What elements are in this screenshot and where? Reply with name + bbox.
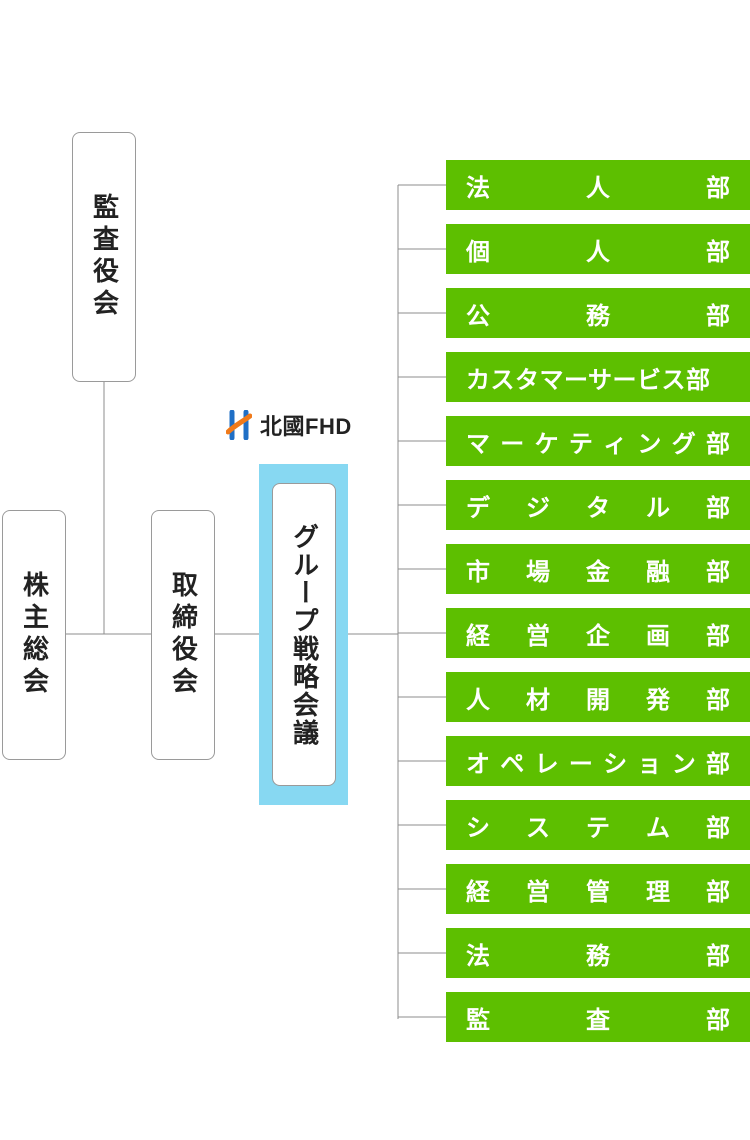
department-char: カスタマーサービス部 xyxy=(466,365,711,394)
department-char: ー xyxy=(568,749,593,778)
department-char: 理 xyxy=(646,877,670,906)
department-char: 人 xyxy=(466,685,490,714)
department-char: 部 xyxy=(706,1005,730,1034)
department-char: 市 xyxy=(466,557,490,586)
shareholders-meeting-label: 株主総会 xyxy=(18,571,49,699)
logo-text: 北國FHD xyxy=(260,414,352,439)
company-logo: 北國FHD xyxy=(226,410,352,440)
department-char: 監 xyxy=(466,1005,490,1034)
department-char: 部 xyxy=(706,813,730,842)
department-char: 画 xyxy=(646,621,670,650)
department-char: マ xyxy=(466,429,490,458)
department-char: 法 xyxy=(466,941,490,970)
shareholders-meeting-box: 株主総会 xyxy=(2,510,66,760)
department-char: ン xyxy=(671,749,696,778)
department-char: 営 xyxy=(526,877,550,906)
department-char: 人 xyxy=(586,237,610,266)
department-char: 部 xyxy=(706,173,730,202)
audit-board-label: 監査役会 xyxy=(88,193,119,321)
department-char: ペ xyxy=(500,749,525,778)
department-bar: 経営管理部 xyxy=(446,864,750,914)
department-char: レ xyxy=(534,749,559,778)
department-char: ィ xyxy=(603,429,628,458)
board-of-directors-label: 取締役会 xyxy=(167,571,198,699)
department-bar: 法人部 xyxy=(446,160,750,210)
department-char: 金 xyxy=(586,557,610,586)
department-char: 務 xyxy=(586,941,610,970)
department-char: 部 xyxy=(706,621,730,650)
department-char: 部 xyxy=(706,301,730,330)
department-char: 人 xyxy=(586,173,610,202)
department-char: 部 xyxy=(706,877,730,906)
department-bar: 経営企画部 xyxy=(446,608,750,658)
department-bar: マーケティング部 xyxy=(446,416,750,466)
department-bar: 監査部 xyxy=(446,992,750,1042)
department-char: 部 xyxy=(706,557,730,586)
department-char: ス xyxy=(526,813,550,842)
department-char: ー xyxy=(500,429,525,458)
department-char: 経 xyxy=(466,877,490,906)
audit-board-box: 監査役会 xyxy=(72,132,136,382)
department-char: 公 xyxy=(466,301,490,330)
department-char: 部 xyxy=(706,237,730,266)
department-char: 部 xyxy=(705,429,730,458)
department-char: ル xyxy=(646,493,670,522)
department-char: 融 xyxy=(646,557,670,586)
department-char: デ xyxy=(466,493,490,522)
department-char: ム xyxy=(646,813,670,842)
department-bar: 法務部 xyxy=(446,928,750,978)
department-char: グ xyxy=(671,429,696,458)
department-bar: 個人部 xyxy=(446,224,750,274)
department-char: 営 xyxy=(526,621,550,650)
department-char: 務 xyxy=(586,301,610,330)
department-char: 場 xyxy=(526,557,550,586)
department-char: 査 xyxy=(586,1005,610,1034)
department-char: 個 xyxy=(466,237,490,266)
department-char: シ xyxy=(603,749,628,778)
department-char: オ xyxy=(466,749,490,778)
department-char: ン xyxy=(637,429,662,458)
department-char: ケ xyxy=(534,429,559,458)
department-char: 経 xyxy=(466,621,490,650)
department-char: 開 xyxy=(586,685,610,714)
department-char: テ xyxy=(568,429,593,458)
department-char: 発 xyxy=(646,685,670,714)
department-char: 法 xyxy=(466,173,490,202)
logo-mark-icon xyxy=(226,410,252,440)
department-bar: 市場金融部 xyxy=(446,544,750,594)
department-char: 部 xyxy=(705,749,730,778)
department-bar: デジタル部 xyxy=(446,480,750,530)
department-char: タ xyxy=(586,493,610,522)
department-char: ジ xyxy=(526,493,550,522)
department-char: 部 xyxy=(706,685,730,714)
department-char: 材 xyxy=(526,685,550,714)
department-bar: オペレーション部 xyxy=(446,736,750,786)
department-char: ョ xyxy=(637,749,662,778)
department-bar: 公務部 xyxy=(446,288,750,338)
group-strategy-meeting-box: グループ戦略会議 xyxy=(272,483,336,786)
department-bar: 人材開発部 xyxy=(446,672,750,722)
department-bar: カスタマーサービス部 xyxy=(446,352,750,402)
department-char: 部 xyxy=(706,941,730,970)
department-char: 管 xyxy=(586,877,610,906)
board-of-directors-box: 取締役会 xyxy=(151,510,215,760)
department-char: テ xyxy=(586,813,610,842)
department-bar: システム部 xyxy=(446,800,750,850)
department-char: シ xyxy=(466,813,490,842)
group-strategy-meeting-label: グループ戦略会議 xyxy=(288,522,319,747)
department-char: 企 xyxy=(586,621,610,650)
department-char: 部 xyxy=(706,493,730,522)
